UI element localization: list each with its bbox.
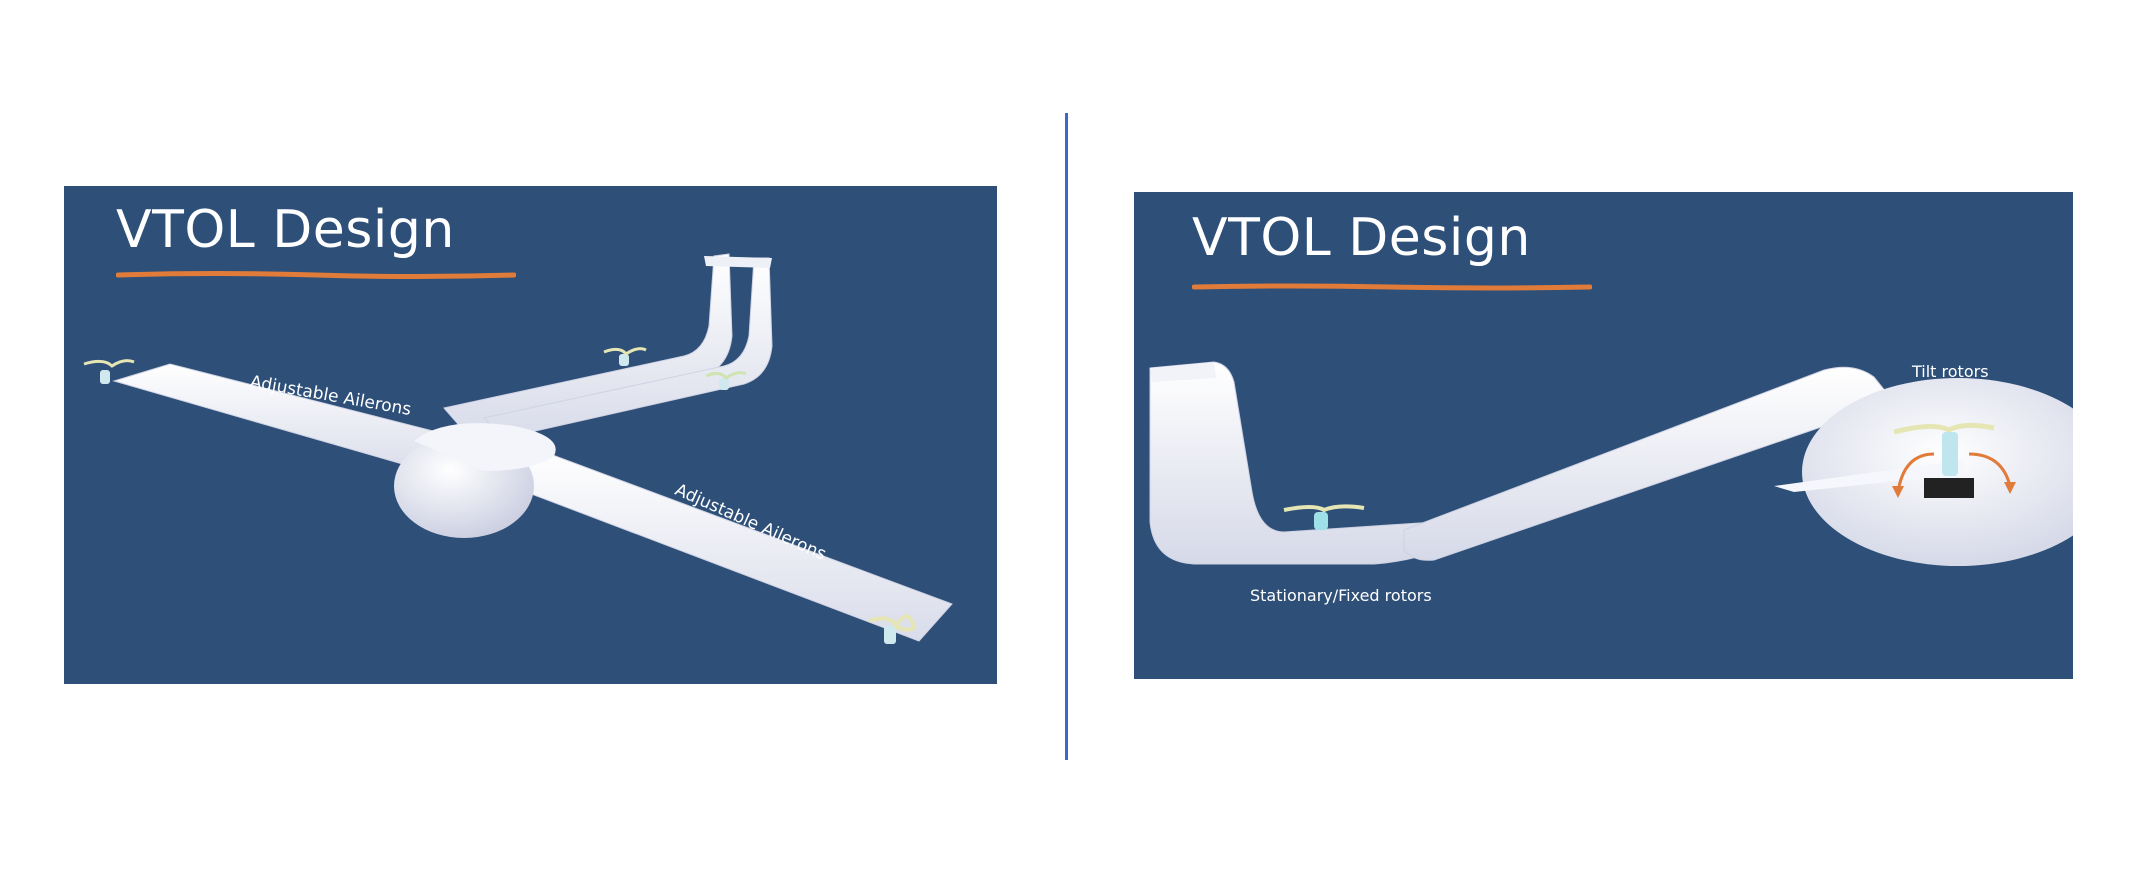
vertical-divider (1065, 113, 1068, 760)
vtol-aircraft-side-view-illustration (1134, 192, 2073, 679)
rotor-icon (604, 349, 646, 366)
tilt-rotors-label: Tilt rotors (1912, 362, 1989, 381)
slide-vtol-perspective: VTOL Design (64, 186, 997, 684)
fixed-rotor-icon (1284, 506, 1364, 530)
slide-vtol-side-view: VTOL Design (1134, 192, 2073, 679)
vtol-aircraft-perspective-illustration (64, 186, 997, 684)
fixed-rotors-label: Stationary/Fixed rotors (1250, 586, 1432, 605)
